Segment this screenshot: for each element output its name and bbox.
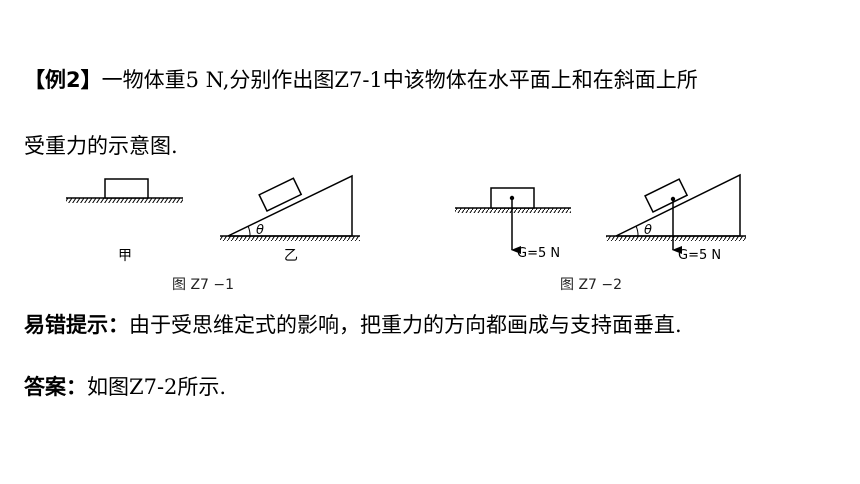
force-label: G=5 N: [678, 248, 721, 263]
answer-text: 如图Z7-2所示.: [87, 375, 227, 399]
angle-theta: θ: [256, 223, 264, 238]
block: [104, 178, 149, 199]
example-text-2: 受重力的示意图.: [24, 134, 178, 158]
hint-line: 易错提示：由于受思维定式的影响，把重力的方向都画成与支持面垂直.: [24, 309, 682, 339]
figure-d-incline-force: θ G=5 N: [606, 173, 746, 263]
hint-label: 易错提示：: [24, 313, 129, 337]
caption-z7-2: 图 Z7 −2: [560, 277, 622, 293]
figure-a-horizontal: 甲: [66, 178, 183, 264]
hint-text: 由于受思维定式的影响，把重力的方向都画成与支持面垂直.: [129, 313, 682, 337]
caption-z7-1: 图 Z7 −1: [172, 277, 234, 293]
answer-line: 答案：如图Z7-2所示.: [24, 371, 226, 401]
label-jia: 甲: [118, 248, 132, 264]
example-line-1: 【例2】一物体重5 N,分别作出图Z7-1中该物体在水平面上和在斜面上所: [24, 64, 698, 94]
angle-theta: θ: [644, 223, 652, 238]
example-tag: 【例2】: [24, 68, 102, 92]
figure-c-horizontal-force: G=5 N: [455, 187, 571, 261]
force-label: G=5 N: [517, 246, 560, 261]
block: [258, 177, 303, 213]
figure-b-incline: θ 乙: [220, 174, 360, 264]
physics-figures: 甲 θ 乙 图 Z7 −1 G=5 N θ G=5 N 图 Z7: [66, 173, 746, 293]
block: [644, 178, 689, 214]
label-yi: 乙: [284, 248, 298, 264]
example-text-1: 一物体重5 N,分别作出图Z7-1中该物体在水平面上和在斜面上所: [101, 68, 698, 92]
answer-label: 答案：: [24, 375, 87, 399]
